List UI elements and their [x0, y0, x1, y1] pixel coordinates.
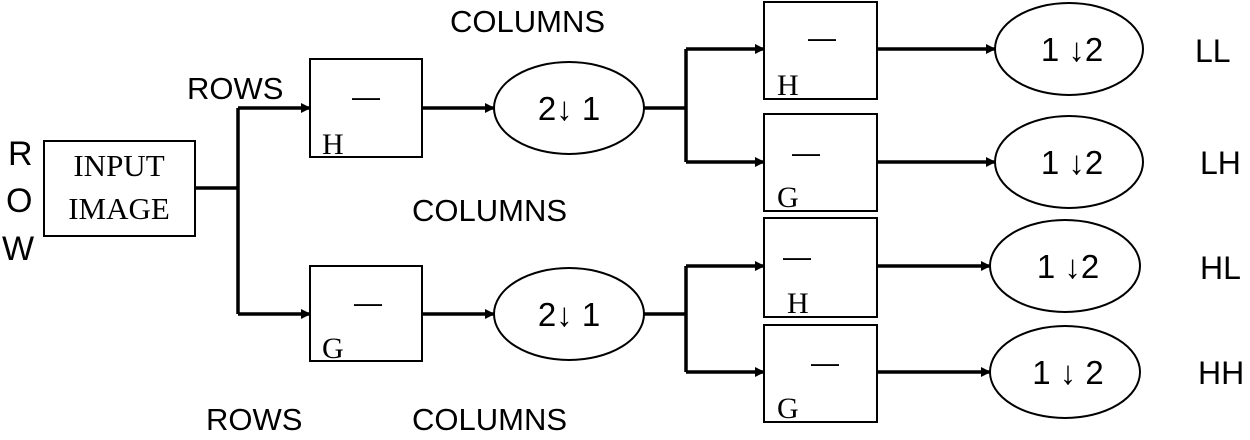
- downsampler-label: 1 ↓2: [1037, 248, 1099, 285]
- row-filter-h: — H: [309, 58, 423, 161]
- filter-letter-h: H: [787, 287, 809, 320]
- col-filter-4-g: — G: [763, 324, 878, 425]
- col-downsampler-3: 1 ↓2: [989, 219, 1141, 313]
- downsampler-label: 2↓ 1: [538, 296, 600, 333]
- filter-bar: —: [811, 347, 839, 378]
- filter-letter-g: G: [777, 392, 799, 425]
- filter-letter-h: H: [777, 69, 799, 102]
- filter-bar: —: [792, 137, 820, 168]
- filter-letter-g: G: [777, 181, 799, 214]
- output-ll: LL: [1195, 33, 1231, 69]
- downsampler-label: 1 ↓ 2: [1032, 354, 1104, 391]
- input-image-box: INPUT IMAGE: [43, 140, 196, 237]
- columns-label-bottom: COLUMNS: [412, 402, 567, 437]
- filter-bar: —: [783, 241, 811, 272]
- row-downsampler-lower: 2↓ 1: [493, 267, 645, 361]
- filter-letter-g: G: [322, 332, 344, 365]
- filter-bar: —: [354, 287, 382, 318]
- col-filter-1-h: — H: [763, 1, 878, 102]
- rows-label-top: ROWS: [187, 71, 283, 106]
- filter-bar: —: [352, 81, 380, 112]
- downsampler-label: 1 ↓2: [1041, 144, 1103, 181]
- filter-letter-h: H: [322, 128, 344, 161]
- row-filter-g: — G: [309, 265, 423, 365]
- col-downsampler-4: 1 ↓ 2: [989, 325, 1141, 419]
- downsampler-label: 2↓ 1: [538, 90, 600, 127]
- columns-label-middle: COLUMNS: [412, 193, 567, 228]
- filter-bar: —: [808, 22, 836, 53]
- rows-label-bottom: ROWS: [206, 402, 302, 437]
- output-hh: HH: [1198, 355, 1244, 391]
- columns-label-top: COLUMNS: [450, 4, 605, 39]
- col-downsampler-1: 1 ↓2: [994, 2, 1144, 96]
- output-hl: HL: [1200, 250, 1241, 286]
- input-label-line1: INPUT: [73, 148, 164, 183]
- row-label-o: O: [6, 182, 32, 220]
- col-filter-3-h: — H: [763, 217, 878, 320]
- col-filter-2-g: — G: [763, 113, 878, 214]
- row-downsampler-upper: 2↓ 1: [493, 61, 645, 155]
- downsampler-label: 1 ↓2: [1041, 31, 1103, 68]
- row-label-w: W: [2, 230, 34, 268]
- input-label-line2: IMAGE: [68, 191, 170, 226]
- col-downsampler-2: 1 ↓2: [994, 115, 1144, 209]
- row-label-r: R: [8, 135, 33, 173]
- output-lh: LH: [1200, 145, 1241, 181]
